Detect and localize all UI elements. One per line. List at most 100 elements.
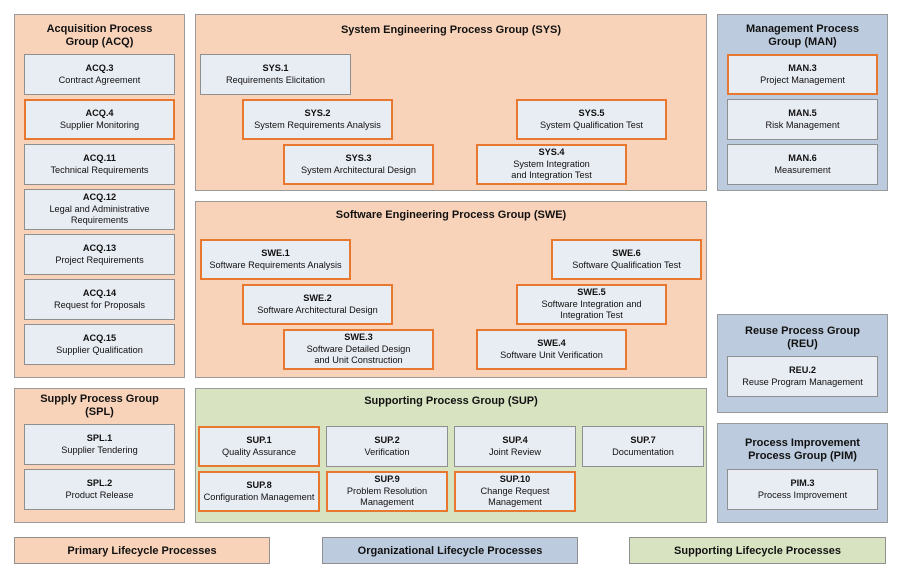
process-code: SUP.7 bbox=[630, 435, 656, 445]
process-code: SUP.2 bbox=[374, 435, 400, 445]
process-name: Measurement bbox=[774, 164, 831, 175]
process-code: SPL.1 bbox=[86, 433, 113, 443]
process-code: SUP.4 bbox=[502, 435, 528, 445]
process-name: Project Management bbox=[760, 74, 845, 85]
process-code: SUP.9 bbox=[374, 474, 400, 485]
process-code: SYS.4 bbox=[538, 147, 565, 158]
process-name: Product Release bbox=[65, 489, 134, 500]
process-code: ACQ.4 bbox=[85, 108, 114, 118]
process-name: Joint Review bbox=[488, 446, 542, 457]
process-name: Software Integration and Integration Tes… bbox=[541, 298, 642, 321]
process-name: System Qualification Test bbox=[540, 119, 643, 130]
process-name: Legal and Administrative Requirements bbox=[49, 203, 150, 226]
process-name: Requirements Elicitation bbox=[225, 74, 326, 85]
process-name: Contract Agreement bbox=[58, 74, 141, 85]
process-code: SUP.1 bbox=[246, 435, 272, 445]
legend-label: Primary Lifecycle Processes bbox=[67, 544, 217, 557]
process-code: SWE.2 bbox=[303, 293, 332, 303]
process-name: Configuration Management bbox=[203, 491, 315, 502]
group-title: Management Process Group (MAN) bbox=[745, 23, 860, 48]
process-name: Risk Management bbox=[765, 119, 840, 130]
process-name: Software Qualification Test bbox=[572, 259, 681, 270]
process-code: SWE.3 bbox=[344, 332, 373, 343]
legend-label: Organizational Lifecycle Processes bbox=[357, 544, 543, 557]
group-title: Supply Process Group (SPL) bbox=[40, 393, 159, 418]
process-code: ACQ.14 bbox=[82, 288, 117, 298]
process-code: ACQ.12 bbox=[82, 192, 117, 203]
process-code: SWE.6 bbox=[612, 248, 641, 258]
process-code: SYS.5 bbox=[578, 108, 605, 118]
process-name: Technical Requirements bbox=[50, 164, 149, 175]
process-name: Verification bbox=[364, 446, 410, 457]
process-code: REU.2 bbox=[788, 365, 817, 375]
legend-label: Supporting Lifecycle Processes bbox=[674, 544, 841, 557]
process-name: System Architectural Design bbox=[301, 164, 416, 175]
process-name: Process Improvement bbox=[757, 489, 848, 500]
legend-supporting: Supporting Lifecycle Processes bbox=[629, 537, 886, 564]
process-code: PIM.3 bbox=[790, 478, 815, 488]
group-title: Software Engineering Process Group (SWE) bbox=[335, 209, 567, 221]
process-code: SPL.2 bbox=[86, 478, 113, 488]
legend-primary: Primary Lifecycle Processes bbox=[14, 537, 270, 564]
process-code: SUP.8 bbox=[246, 480, 272, 490]
process-name: Quality Assurance bbox=[221, 446, 297, 457]
process-code: SYS.1 bbox=[262, 63, 289, 73]
process-name: Software Detailed Design and Unit Constr… bbox=[306, 343, 411, 366]
process-code: MAN.6 bbox=[788, 153, 817, 163]
group-title: System Engineering Process Group (SYS) bbox=[340, 24, 562, 36]
process-name: System Requirements Analysis bbox=[254, 119, 381, 130]
process-code: MAN.5 bbox=[788, 108, 817, 118]
process-name: Software Unit Verification bbox=[500, 349, 603, 360]
group-title: Reuse Process Group (REU) bbox=[745, 325, 860, 350]
process-code: ACQ.15 bbox=[82, 333, 117, 343]
process-code: ACQ.3 bbox=[85, 63, 114, 73]
group-title: Process Improvement Process Group (PIM) bbox=[745, 437, 860, 462]
process-name: Change Request Management bbox=[480, 485, 550, 508]
process-name: Documentation bbox=[612, 446, 674, 457]
process-code: SWE.4 bbox=[537, 338, 566, 348]
process-code: ACQ.11 bbox=[83, 153, 116, 163]
process-name: Problem Resolution Management bbox=[346, 485, 428, 508]
process-name: Project Requirements bbox=[55, 254, 144, 265]
legend-organizational: Organizational Lifecycle Processes bbox=[322, 537, 578, 564]
process-name: Reuse Program Management bbox=[742, 376, 863, 387]
process-name: Supplier Monitoring bbox=[59, 119, 140, 130]
process-code: SWE.1 bbox=[261, 248, 290, 258]
process-code: ACQ.13 bbox=[82, 243, 117, 253]
process-name: Supplier Qualification bbox=[56, 344, 143, 355]
group-title: Acquisition Process Group (ACQ) bbox=[46, 23, 153, 48]
process-code: MAN.3 bbox=[788, 63, 817, 73]
process-name: Software Architectural Design bbox=[257, 304, 378, 315]
process-name: Request for Proposals bbox=[54, 299, 145, 310]
process-name: System Integration and Integration Test bbox=[511, 158, 592, 181]
